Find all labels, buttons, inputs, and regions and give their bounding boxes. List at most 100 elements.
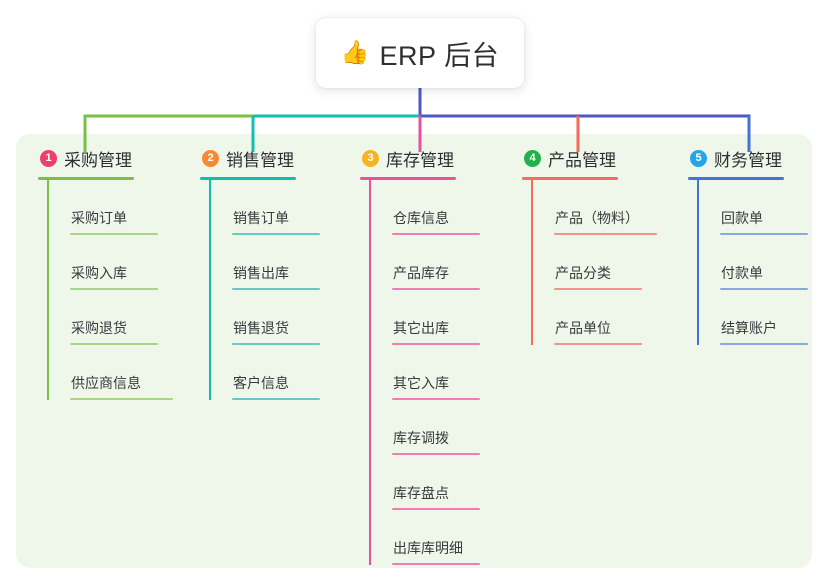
branch-items: 回款单付款单结算账户 bbox=[697, 180, 808, 345]
branch-item-label: 客户信息 bbox=[233, 375, 289, 391]
branch-item[interactable]: 仓库信息 bbox=[369, 180, 480, 235]
branch-spine bbox=[531, 180, 533, 345]
branch-item-underline bbox=[720, 233, 808, 235]
branch-item-underline bbox=[70, 398, 173, 400]
branch-header-5[interactable]: 5 财务管理 bbox=[688, 146, 808, 170]
branch-item[interactable]: 产品分类 bbox=[531, 235, 657, 290]
branch-item-label: 采购入库 bbox=[71, 265, 127, 281]
branch-item-underline bbox=[392, 233, 480, 235]
branch-title: 库存管理 bbox=[386, 150, 454, 170]
branch-item-label: 库存盘点 bbox=[393, 485, 449, 501]
branch-item-label: 产品分类 bbox=[555, 265, 611, 281]
branch-item-underline bbox=[720, 343, 808, 345]
branch-underline bbox=[38, 177, 134, 180]
branch-item-underline bbox=[392, 398, 480, 400]
branch-item-label: 销售订单 bbox=[233, 210, 289, 226]
branch-underline bbox=[522, 177, 618, 180]
branch-item-underline bbox=[70, 233, 158, 235]
branch-item-underline bbox=[554, 233, 657, 235]
branch-column-1: 1 采购管理采购订单采购入库采购退货供应商信息 bbox=[38, 146, 173, 400]
branch-spine bbox=[209, 180, 211, 400]
branch-items: 产品（物料） 产品分类产品单位 bbox=[531, 180, 657, 345]
branch-item-underline bbox=[70, 288, 158, 290]
branch-item[interactable]: 其它出库 bbox=[369, 290, 480, 345]
branch-column-4: 4 产品管理产品（物料） 产品分类产品单位 bbox=[522, 146, 657, 345]
branches-panel bbox=[16, 134, 812, 568]
branch-item[interactable]: 采购退货 bbox=[47, 290, 173, 345]
branch-number-badge: 3 bbox=[362, 149, 379, 167]
branch-number-badge: 5 bbox=[690, 149, 707, 167]
branch-item[interactable]: 回款单 bbox=[697, 180, 808, 235]
branch-underline bbox=[360, 177, 456, 180]
branch-item[interactable]: 出库库明细 bbox=[369, 510, 480, 565]
branch-item-underline bbox=[392, 508, 480, 510]
branch-item[interactable]: 结算账户 bbox=[697, 290, 808, 345]
branch-column-3: 3 库存管理仓库信息产品库存其它出库其它入库库存调拨库存盘点出库库明细 bbox=[360, 146, 480, 565]
branch-title: 产品管理 bbox=[548, 150, 616, 170]
branch-items: 采购订单采购入库采购退货供应商信息 bbox=[47, 180, 173, 400]
branch-item-underline bbox=[554, 288, 642, 290]
branch-item[interactable]: 采购订单 bbox=[47, 180, 173, 235]
branch-column-5: 5 财务管理回款单付款单结算账户 bbox=[688, 146, 808, 345]
branch-spine bbox=[697, 180, 699, 345]
branch-title: 采购管理 bbox=[64, 150, 132, 170]
branch-item-underline bbox=[392, 288, 480, 290]
branch-item-underline bbox=[392, 453, 480, 455]
branch-item-label: 其它入库 bbox=[393, 375, 449, 391]
branch-header-4[interactable]: 4 产品管理 bbox=[522, 146, 657, 170]
branch-item-label: 采购订单 bbox=[71, 210, 127, 226]
branch-item-label: 销售出库 bbox=[233, 265, 289, 281]
branch-item[interactable]: 销售出库 bbox=[209, 235, 320, 290]
branch-item-label: 其它出库 bbox=[393, 320, 449, 336]
branch-item[interactable]: 产品（物料） bbox=[531, 180, 657, 235]
branch-item[interactable]: 采购入库 bbox=[47, 235, 173, 290]
branch-item-label: 采购退货 bbox=[71, 320, 127, 336]
branch-item-label: 出库库明细 bbox=[393, 540, 463, 556]
branch-spine bbox=[47, 180, 49, 400]
branch-item[interactable]: 产品单位 bbox=[531, 290, 657, 345]
branch-number-badge: 2 bbox=[202, 149, 219, 167]
branch-item-underline bbox=[232, 343, 320, 345]
branch-item-label: 结算账户 bbox=[721, 320, 777, 336]
branch-header-1[interactable]: 1 采购管理 bbox=[38, 146, 173, 170]
branch-item-label: 回款单 bbox=[721, 210, 763, 226]
branch-item-underline bbox=[720, 288, 808, 290]
branch-item[interactable]: 库存盘点 bbox=[369, 455, 480, 510]
branch-item-label: 供应商信息 bbox=[71, 375, 141, 391]
branch-item[interactable]: 其它入库 bbox=[369, 345, 480, 400]
branch-items: 仓库信息产品库存其它出库其它入库库存调拨库存盘点出库库明细 bbox=[369, 180, 480, 565]
branch-item[interactable]: 销售退货 bbox=[209, 290, 320, 345]
branch-spine bbox=[369, 180, 371, 565]
branch-item-underline bbox=[232, 233, 320, 235]
branch-underline bbox=[688, 177, 784, 180]
branch-item-label: 产品库存 bbox=[393, 265, 449, 281]
branch-item-underline bbox=[70, 343, 158, 345]
thumbs-up-icon: 👍 bbox=[340, 39, 370, 66]
branch-item[interactable]: 供应商信息 bbox=[47, 345, 173, 400]
branch-item-underline bbox=[392, 563, 480, 565]
branch-item[interactable]: 付款单 bbox=[697, 235, 808, 290]
branch-item-underline bbox=[554, 343, 642, 345]
branch-title: 财务管理 bbox=[714, 150, 782, 170]
branch-number-badge: 1 bbox=[40, 149, 57, 167]
root-title: ERP 后台 bbox=[379, 40, 500, 71]
branch-item-underline bbox=[392, 343, 480, 345]
branch-item[interactable]: 库存调拨 bbox=[369, 400, 480, 455]
branch-item-label: 库存调拨 bbox=[393, 430, 449, 446]
branch-item-label: 产品单位 bbox=[555, 320, 611, 336]
branch-item-label: 仓库信息 bbox=[393, 210, 449, 226]
branch-number-badge: 4 bbox=[524, 149, 541, 167]
branch-item[interactable]: 销售订单 bbox=[209, 180, 320, 235]
branch-underline bbox=[200, 177, 296, 180]
branch-item-label: 产品（物料） bbox=[555, 210, 639, 226]
root-node[interactable]: 👍 ERP 后台 bbox=[316, 18, 524, 88]
branch-item[interactable]: 客户信息 bbox=[209, 345, 320, 400]
branch-header-3[interactable]: 3 库存管理 bbox=[360, 146, 480, 170]
branch-item-label: 销售退货 bbox=[233, 320, 289, 336]
branch-item[interactable]: 产品库存 bbox=[369, 235, 480, 290]
branch-item-underline bbox=[232, 288, 320, 290]
